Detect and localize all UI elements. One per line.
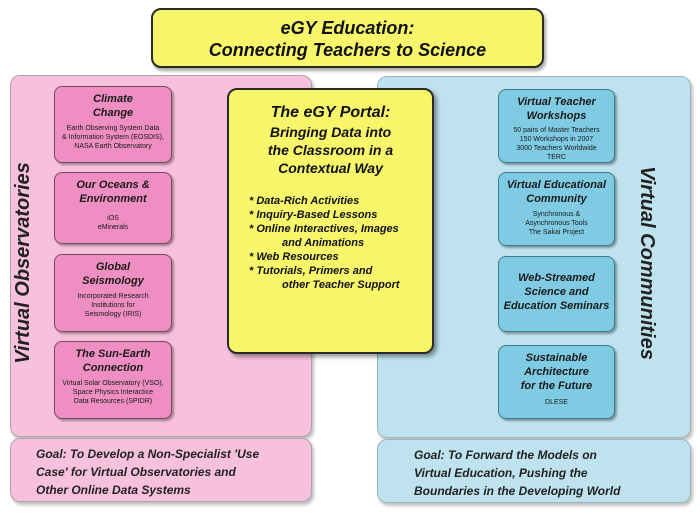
box-title: Climate [93, 93, 133, 105]
bullet-item: * Tutorials, Primers and [249, 265, 373, 277]
box-subtitle: DLESE [499, 398, 614, 407]
sustainable-architecture-box: Sustainable Architecture for the Future … [498, 345, 615, 419]
web-streamed-seminars-box: Web-Streamed Science and Education Semin… [498, 256, 615, 332]
goal-line: Case' for Virtual Observatories and [36, 465, 236, 479]
sun-earth-connection-box: The Sun-Earth Connection Virtual Solar O… [54, 341, 172, 419]
virtual-teacher-workshops-box: Virtual Teacher Workshops 50 pairs of Ma… [498, 89, 615, 163]
left-goal-box: Goal: To Develop a Non-Specialist 'Use C… [10, 438, 312, 502]
box-title: Virtual Educational [506, 179, 607, 191]
box-subtitle-line: Synchronous & [532, 211, 581, 218]
box-title: Connection [82, 362, 144, 374]
bullet-item: * Web Resources [249, 251, 339, 263]
box-subtitle-line: Data Resources (SPIDR) [73, 398, 153, 405]
portal-bullet-list: * Data-Rich Activities * Inquiry-Based L… [249, 194, 432, 292]
box-subtitle-line: Virtual Solar Observatory (VSO), [62, 380, 164, 387]
box-title: Seismology [82, 275, 144, 287]
box-subtitle: iOS eMinerals [55, 214, 171, 232]
box-subtitle-line: 150 Workshops in 2007 [519, 136, 594, 143]
box-title: The Sun-Earth [75, 348, 151, 360]
left-goal-text: Goal: To Develop a Non-Specialist 'Use C… [36, 445, 259, 499]
virtual-communities-label: Virtual Communities [636, 166, 658, 360]
box-subtitle-line: 50 pairs of Master Teachers [513, 127, 600, 134]
box-subtitle: Earth Observing System Data & Informatio… [55, 124, 171, 151]
virtual-educational-community-box: Virtual Educational Community Synchronou… [498, 172, 615, 246]
box-title: Virtual Teacher [517, 96, 596, 108]
box-title: Education Seminars [503, 300, 610, 312]
right-goal-text: Goal: To Forward the Models on Virtual E… [414, 446, 620, 500]
egy-portal-box: The eGY Portal: Bringing Data into the C… [227, 88, 434, 354]
box-subtitle-line: 3000 Teachers Worldwide [516, 145, 597, 152]
box-subtitle-line: Earth Observing System Data [66, 125, 160, 132]
portal-title-line: Contextual Way [278, 160, 383, 176]
box-title: Web-Streamed [518, 272, 595, 284]
bullet-item: * Data-Rich Activities [249, 195, 360, 207]
bullet-item-continuation: and Animations [282, 237, 365, 249]
box-subtitle-line: Space Physics Interactice [72, 389, 154, 396]
goal-line: Other Online Data Systems [36, 483, 191, 497]
bullet-item: * Online Interactives, Images [249, 223, 399, 235]
box-title: Global [95, 261, 131, 273]
goal-line: Virtual Education, Pushing the [414, 466, 588, 480]
portal-title-line: the Classroom in a [267, 142, 394, 158]
box-title: Architecture [524, 366, 589, 378]
box-subtitle-line: Asynchronous Tools [525, 220, 588, 227]
goal-line: Boundaries in the Developing World [414, 484, 621, 498]
goal-line: Goal: To Develop a Non-Specialist 'Use [36, 447, 260, 461]
box-subtitle-line: iOS [107, 215, 119, 222]
box-subtitle-line: TERC [546, 154, 567, 161]
global-seismology-box: Global Seismology Incorporated Research … [54, 254, 172, 332]
box-subtitle: 50 pairs of Master Teachers 150 Workshop… [499, 126, 614, 162]
climate-change-box: Climate Change Earth Observing System Da… [54, 86, 172, 163]
box-subtitle: Incorporated Research Institutions for S… [55, 292, 171, 319]
title-line-2: Connecting Teachers to Science [208, 40, 487, 60]
box-title: for the Future [520, 380, 593, 392]
virtual-observatories-label: Virtual Observatories [12, 162, 34, 364]
box-subtitle-line: & Information System (EOSDIS), [62, 134, 164, 141]
box-subtitle-line: Seismology (IRIS) [84, 311, 142, 318]
box-title: Workshops [526, 110, 587, 122]
bullet-item-continuation: other Teacher Support [282, 279, 400, 291]
box-title: Sustainable [525, 352, 588, 364]
goal-line: Goal: To Forward the Models on [414, 448, 597, 462]
portal-title: The eGY Portal: Bringing Data into the C… [229, 102, 432, 177]
box-subtitle-line: Institutions for [91, 302, 135, 309]
box-subtitle: Virtual Solar Observatory (VSO), Space P… [55, 379, 171, 406]
diagram-title: eGY Education: Connecting Teachers to Sc… [151, 8, 544, 68]
portal-title-line: Bringing Data into [269, 124, 392, 140]
box-subtitle-line: eMinerals [97, 224, 129, 231]
portal-title-line: The eGY Portal: [270, 104, 391, 121]
box-title: Environment [79, 193, 147, 205]
box-title: Change [92, 107, 134, 119]
box-subtitle-line: The Sakai Project [528, 229, 585, 236]
box-title: Community [526, 193, 587, 205]
box-subtitle-line: DLESE [545, 399, 568, 406]
title-line-1: eGY Education: [280, 18, 415, 38]
right-goal-box: Goal: To Forward the Models on Virtual E… [377, 439, 691, 503]
box-title: Our Oceans & [76, 179, 150, 191]
box-subtitle-line: NASA Earth Observatory [74, 143, 152, 150]
box-subtitle: Synchronous & Asynchronous Tools The Sak… [499, 210, 614, 237]
box-subtitle-line: Incorporated Research [77, 293, 149, 300]
box-title: Science and [524, 286, 589, 298]
bullet-item: * Inquiry-Based Lessons [249, 209, 378, 221]
our-oceans-box: Our Oceans & Environment iOS eMinerals [54, 172, 172, 244]
